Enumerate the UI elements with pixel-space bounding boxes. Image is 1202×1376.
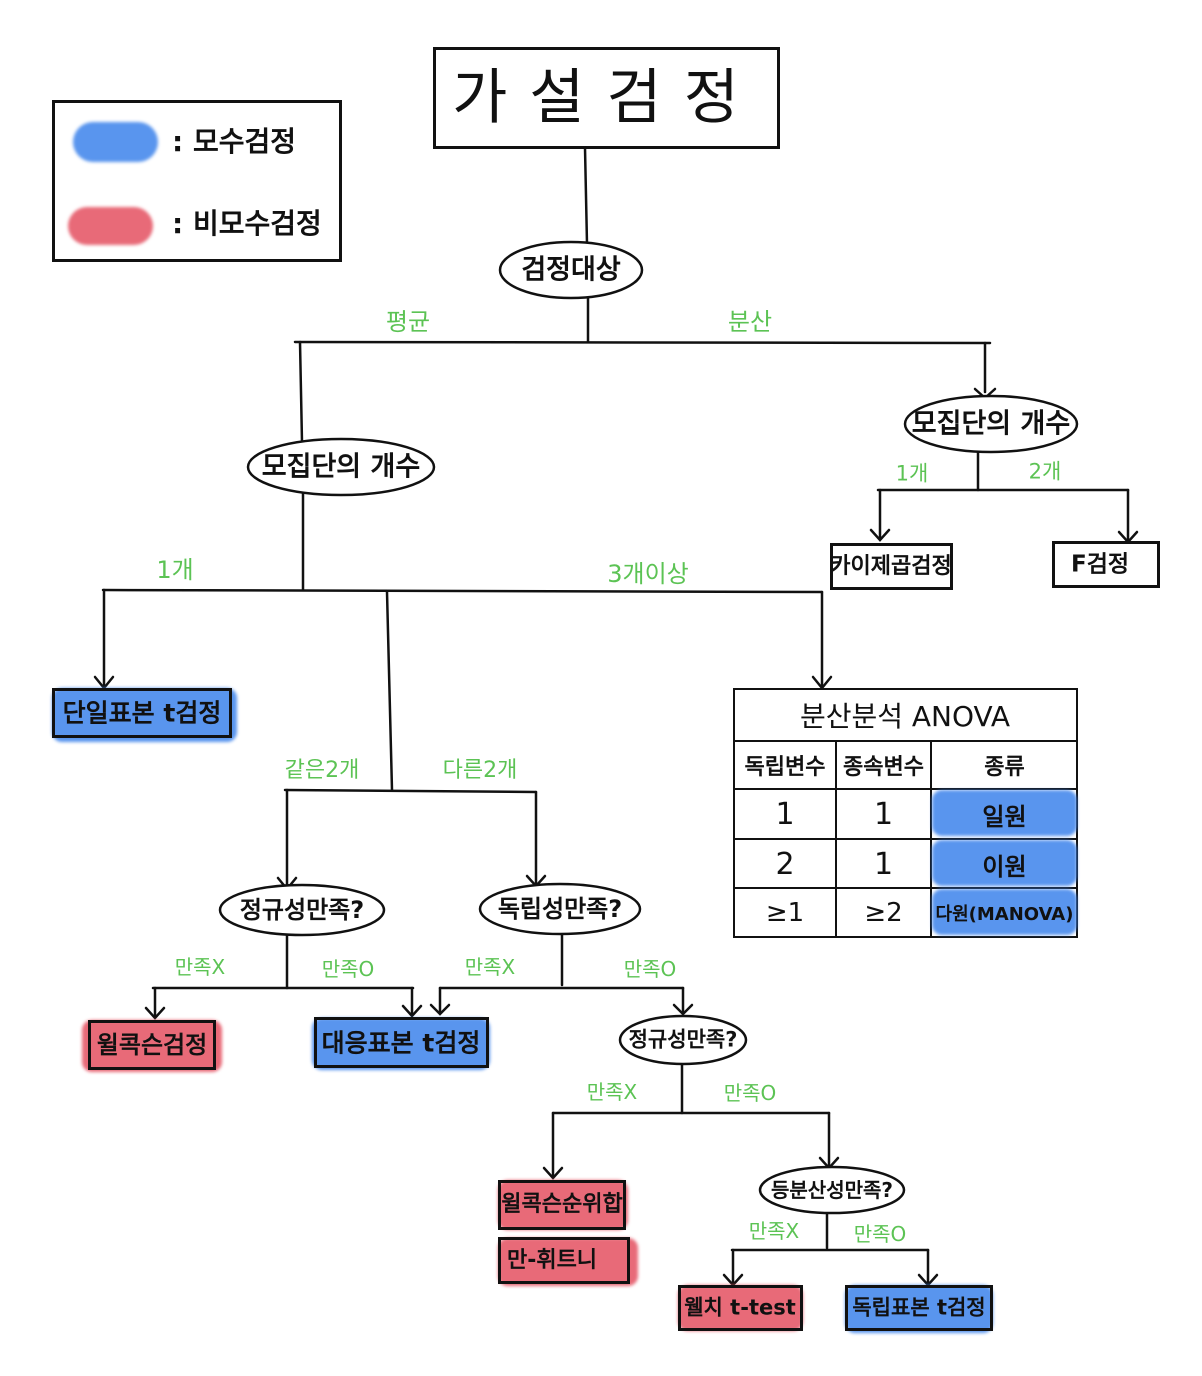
anova-cell: ≥2 <box>864 898 903 928</box>
edge-label-same-two: 같은2개 <box>284 758 360 783</box>
anova-header-independent: 독립변수 <box>744 755 826 780</box>
result-f-test-label: F검정 <box>1070 551 1130 578</box>
edge-label-satisfied: 만족O <box>321 957 375 981</box>
anova-cell: 1 <box>775 796 795 832</box>
edge-label-satisfied: 만족O <box>723 1081 777 1105</box>
result-independent-t <box>845 1285 993 1331</box>
result-independent-t-label: 독립표본 t검정 <box>852 1295 986 1320</box>
result-mann-whitney-label: 만-휘트니 <box>506 1248 598 1273</box>
edge-label-not-satisfied: 만족X <box>586 1080 638 1104</box>
highlight-welch-t <box>678 1285 803 1331</box>
result-chi-square <box>830 543 953 590</box>
highlight-one-sample-t <box>52 688 237 742</box>
highlight-wilcoxon-rank-sum <box>498 1180 628 1230</box>
edge-label-mean: 평균 <box>385 308 431 336</box>
node-normality-check-1: 정규성만족? <box>239 896 365 924</box>
result-one-sample-t-label: 단일표본 t검정 <box>62 698 222 728</box>
highlight-wilcoxon <box>82 1020 222 1072</box>
node-population-count-variance: 모집단의 개수 <box>911 408 1071 440</box>
edge-label-not-satisfied: 만족X <box>464 955 516 979</box>
result-wilcoxon-rank-sum <box>498 1180 626 1230</box>
legend-label-nonparametric: : 비모수검정 <box>172 207 322 240</box>
anova-cell: 일원 <box>982 802 1027 831</box>
node-independence-check: 독립성만족? <box>497 895 623 923</box>
edge-label-var-one: 1개 <box>895 461 929 486</box>
highlight-independent-t <box>845 1285 993 1333</box>
title-box: 가설검정 <box>433 47 780 149</box>
node-equal-variance-check: 등분산성만족? <box>770 1178 894 1202</box>
edge-label-one: 1개 <box>156 556 194 584</box>
legend-box <box>52 100 342 262</box>
anova-cell: 2 <box>775 846 795 882</box>
result-one-sample-t <box>52 688 232 738</box>
edge-label-not-satisfied: 만족X <box>748 1219 800 1243</box>
legend-label-parametric: : 모수검정 <box>172 125 296 158</box>
result-f-test <box>1052 541 1160 588</box>
edge-label-three-plus: 3개이상 <box>607 560 689 588</box>
anova-cell: 다원(MANOVA) <box>935 904 1074 925</box>
anova-cell: 1 <box>873 846 894 882</box>
edge-label-not-satisfied: 만족X <box>174 955 226 979</box>
edge-label-var-two: 2개 <box>1028 459 1062 484</box>
result-wilcoxon-label: 윌콕슨검정 <box>96 1031 208 1059</box>
anova-cell: 1 <box>873 796 894 832</box>
node-normality-check-2: 정규성만족? <box>628 1027 738 1052</box>
node-population-count-mean: 모집단의 개수 <box>261 451 421 483</box>
legend-swatch-nonparametric <box>68 207 153 245</box>
result-paired-t <box>314 1017 489 1068</box>
highlight-mann-whitney <box>498 1238 638 1286</box>
anova-table: 분산분석 ANOVA 독립변수 종속변수 종류 1 1 일원 2 1 이원 ≥1… <box>733 688 1078 938</box>
result-paired-t-label: 대응표본 t검정 <box>321 1028 481 1058</box>
anova-cell: ≥1 <box>765 898 805 928</box>
edge-label-satisfied: 만족O <box>623 957 677 981</box>
highlight-paired-t <box>312 1018 490 1070</box>
anova-title: 분산분석 ANOVA <box>799 700 1011 733</box>
result-welch-t <box>678 1285 803 1331</box>
edge-label-diff-two: 다른2개 <box>442 758 518 783</box>
node-test-target: 검정대상 <box>521 254 621 286</box>
anova-cell: 이원 <box>982 852 1027 881</box>
result-mann-whitney <box>498 1237 630 1284</box>
anova-header-type: 종류 <box>984 755 1025 780</box>
edge-label-variance: 분산 <box>727 308 773 336</box>
result-wilcoxon <box>88 1020 216 1070</box>
anova-highlight-oneway <box>932 790 1077 836</box>
diagram-title: 가설검정 <box>452 63 761 133</box>
result-wilcoxon-rank-sum-label: 윌콕슨순위합 <box>501 1192 623 1217</box>
anova-highlight-multi <box>932 889 1077 935</box>
legend-swatch-parametric <box>73 122 158 162</box>
edge-label-satisfied: 만족O <box>853 1222 907 1246</box>
result-chi-square-label: 카이제곱검정 <box>830 554 952 579</box>
result-welch-t-label: 웰치 t-test <box>684 1295 796 1320</box>
anova-header-dependent: 종속변수 <box>843 755 924 780</box>
anova-highlight-twoway <box>932 840 1077 886</box>
